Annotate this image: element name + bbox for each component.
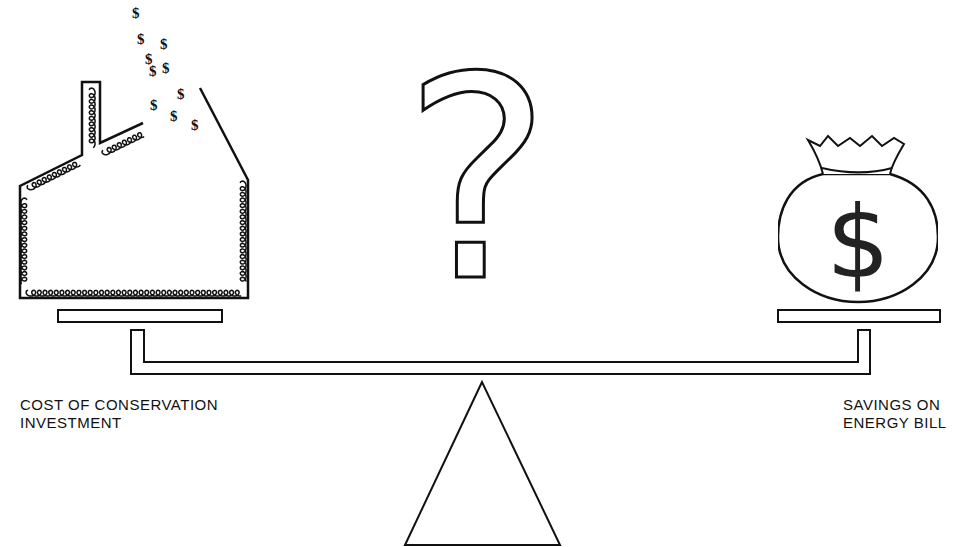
escaping-dollar: $: [137, 32, 145, 47]
dollar-sign: $: [778, 193, 938, 293]
fulcrum-triangle: [405, 382, 560, 545]
insulation-coil: [26, 290, 241, 296]
insulation-coil: [240, 181, 246, 282]
escaping-dollar: $: [132, 6, 140, 21]
insulation-coil: [89, 88, 95, 148]
insulation-coils: [21, 88, 246, 296]
right-pan: [778, 310, 940, 322]
escaping-dollar: $: [149, 64, 157, 79]
insulation-coil: [21, 198, 27, 284]
pan-caption: COST OF CONSERVATION INVESTMENT: [20, 396, 270, 432]
insulation-coil: [27, 162, 80, 189]
escaping-dollar: $: [170, 109, 178, 124]
question-mark: ?: [403, 40, 552, 320]
escaping-dollar: $: [150, 98, 158, 113]
left-pan: [58, 310, 222, 322]
escaping-dollar: $: [160, 37, 168, 52]
house-outline: [20, 82, 248, 298]
pan-caption: SAVINGS ON ENERGY BILL: [843, 396, 961, 432]
escaping-dollar: $: [177, 87, 185, 102]
insulation-coil: [102, 133, 144, 155]
escaping-dollar: $: [191, 118, 199, 133]
balance-beam: [131, 330, 870, 374]
escaping-dollar: $: [162, 61, 170, 76]
money-bag: $: [778, 132, 938, 304]
